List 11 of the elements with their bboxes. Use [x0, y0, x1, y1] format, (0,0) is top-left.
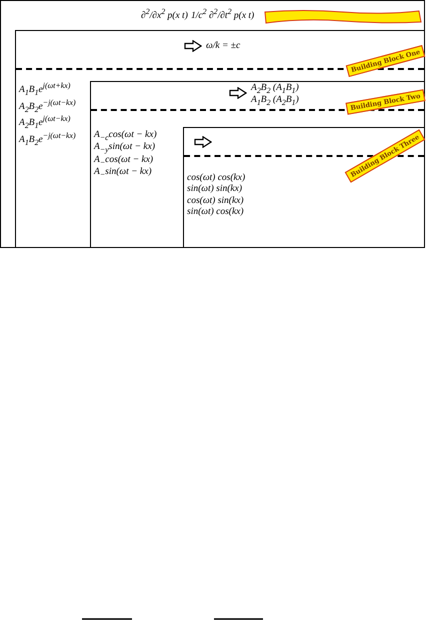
nested-panel — [15, 30, 425, 248]
nested-panel — [183, 127, 425, 248]
formula: ∂$^{2}$/∂x$^{2}$ p(x t) — [141, 7, 188, 23]
formula-list: cos(ωt) cos(kx) sin(ωt) sin(kx) cos(ωt) sin(kx) sin(ωt) cos(kx) — [187, 173, 246, 219]
formula-list: A$_{1}$B$_{1}$e$^{j(ωt+kx)}$ A$_{2}$B$_{2}$e$^{−j(ωt−kx)}$ A$_{2}$B$_{1}$e$^{j(ωt−kx)}$ A$_{1}$B$_{2}$e$^{−j(ωt−kx)}$ — [19, 81, 76, 148]
formula: ω/k = ±c — [206, 41, 240, 52]
formula-list: A$_{2}$B$_{2}$ (A$_{1}$B$_{1}$) A$_{1}$B$_{2}$ (A$_{2}$B$_{1}$) — [251, 83, 299, 108]
nested-panel — [90, 81, 425, 248]
formula-list: A$_{−c}$cos(ωt − kx) A$_{−y}$sin(ωt − kx) A$_{−}$cos(ωt − kx) A$_{−}$sin(ωt − kx) — [94, 130, 157, 180]
formula: 1/c$^{2}$ ∂$^{2}$/∂t$^{2}$ p(x t) — [191, 7, 254, 23]
outer-panel — [0, 0, 425, 248]
